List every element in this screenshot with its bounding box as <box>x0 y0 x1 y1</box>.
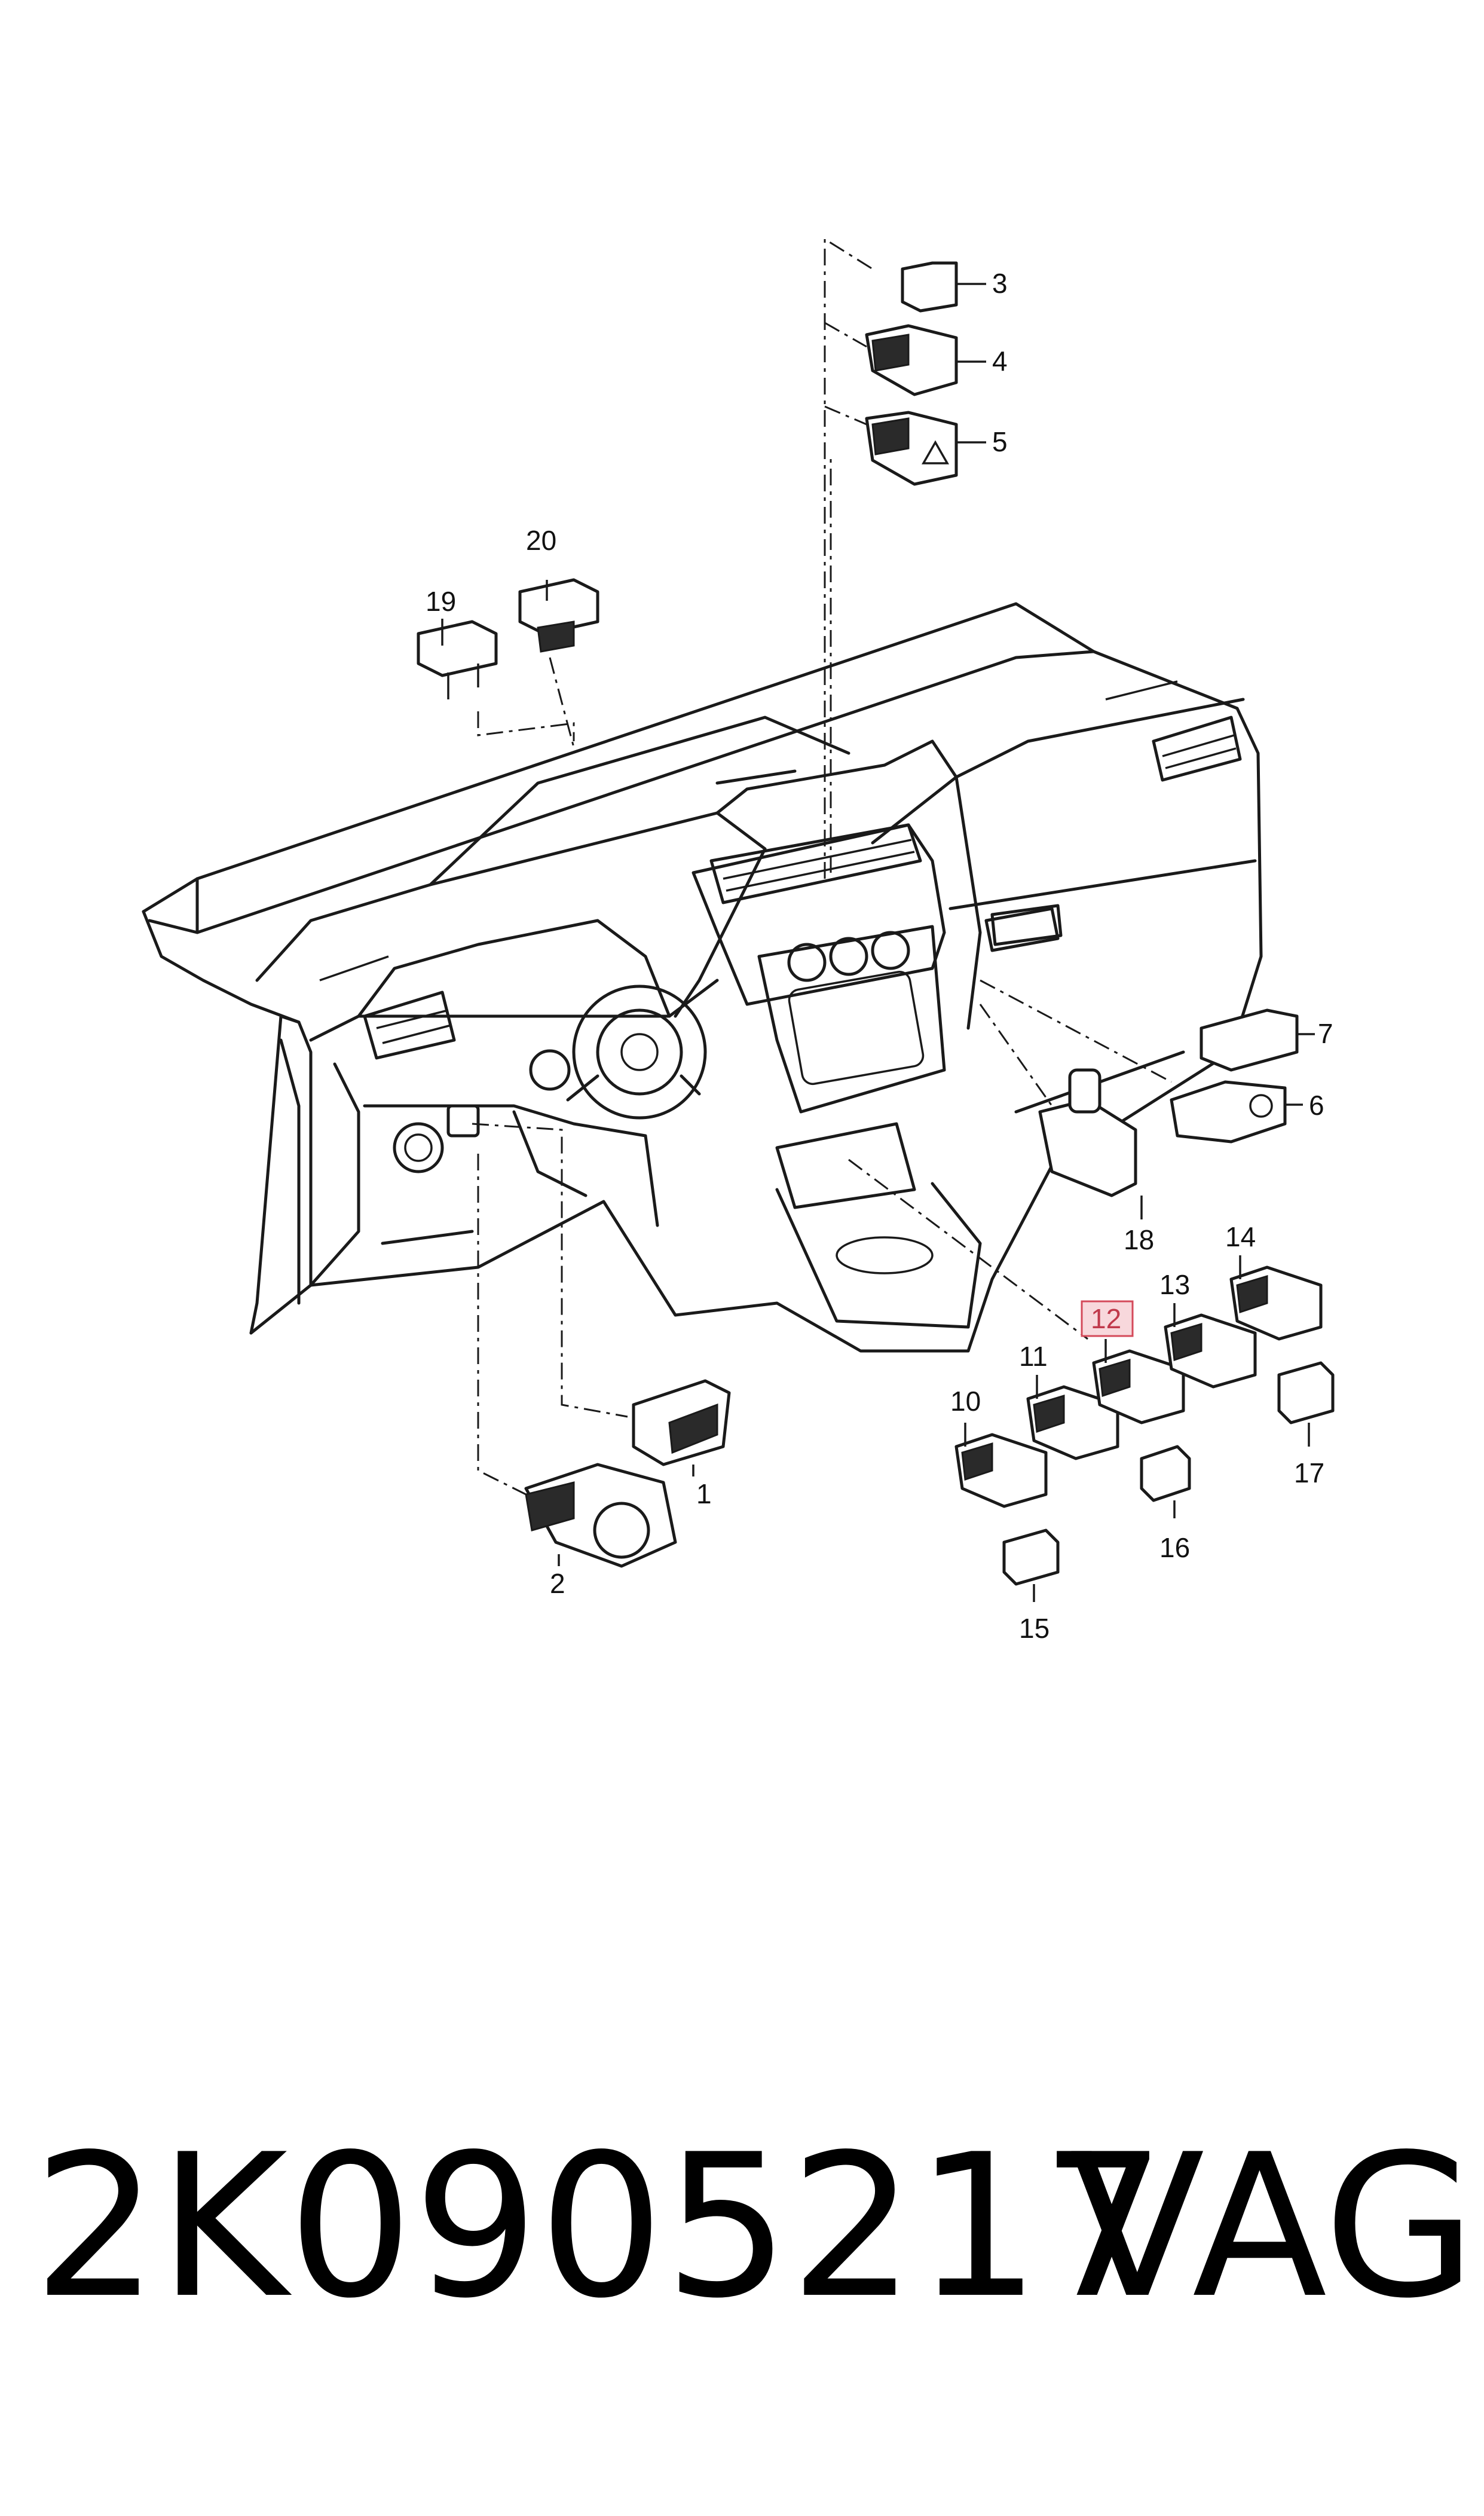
callout-13: 13 <box>1159 1269 1190 1300</box>
part-10-switch <box>954 1433 1048 1508</box>
callout-5: 5 <box>992 426 1008 457</box>
part-16-cap <box>1140 1445 1191 1502</box>
part-18-bracket <box>1038 1068 1137 1197</box>
callout-1: 1 <box>696 1478 712 1509</box>
part-4-switch <box>865 324 958 396</box>
callout-15: 15 <box>1019 1613 1049 1644</box>
part-7-cover <box>1200 1008 1299 1072</box>
part-5-hazard-switch <box>865 411 958 486</box>
callout-16: 16 <box>1159 1532 1190 1563</box>
part-2-headlight-switch <box>524 1463 677 1568</box>
part-15-cap <box>1002 1528 1060 1586</box>
part-13-switch <box>1164 1313 1257 1389</box>
callout-7: 7 <box>1318 1018 1333 1049</box>
callout-12: 12 <box>1091 1303 1121 1334</box>
dashboard-outline <box>142 602 1263 1353</box>
steering-wheel <box>393 985 707 1173</box>
callout-19: 19 <box>426 586 456 617</box>
part-3-blank-cover <box>901 261 958 313</box>
brand-label: VAG <box>1070 2112 1477 2341</box>
callout-20: 20 <box>526 525 556 556</box>
callout-18: 18 <box>1124 1224 1154 1255</box>
callout-11: 11 <box>1019 1341 1048 1372</box>
part-1-light-switch <box>632 1379 731 1466</box>
glovebox-switch <box>990 904 1063 946</box>
part-11-park-assist-switch <box>1026 1385 1119 1460</box>
callout-labels: 3 4 5 7 6 1 2 19 20 18 10 11 12 13 14 15… <box>426 268 1333 1644</box>
callout-12-highlight <box>1081 1300 1134 1337</box>
part-14-switch <box>1229 1265 1323 1341</box>
callout-3: 3 <box>992 268 1008 299</box>
callout-4: 4 <box>992 346 1008 377</box>
radio-knobs <box>787 931 910 982</box>
part-12-switch <box>1092 1349 1185 1424</box>
part-number: 2K0905217 <box>33 2112 1167 2341</box>
callout-2: 2 <box>550 1568 565 1599</box>
part-17-cap <box>1277 1361 1335 1424</box>
air-vents <box>319 680 1242 1060</box>
leader-lines <box>472 237 1172 1502</box>
callout-leaders <box>441 283 1315 1602</box>
part-20-sensor <box>518 578 599 653</box>
callout-6: 6 <box>1309 1090 1324 1121</box>
part-19-cap <box>417 620 498 699</box>
callout-14: 14 <box>1225 1221 1256 1252</box>
callout-10: 10 <box>950 1386 981 1417</box>
part-6-switch <box>1170 1080 1287 1144</box>
callout-17: 17 <box>1294 1457 1324 1488</box>
